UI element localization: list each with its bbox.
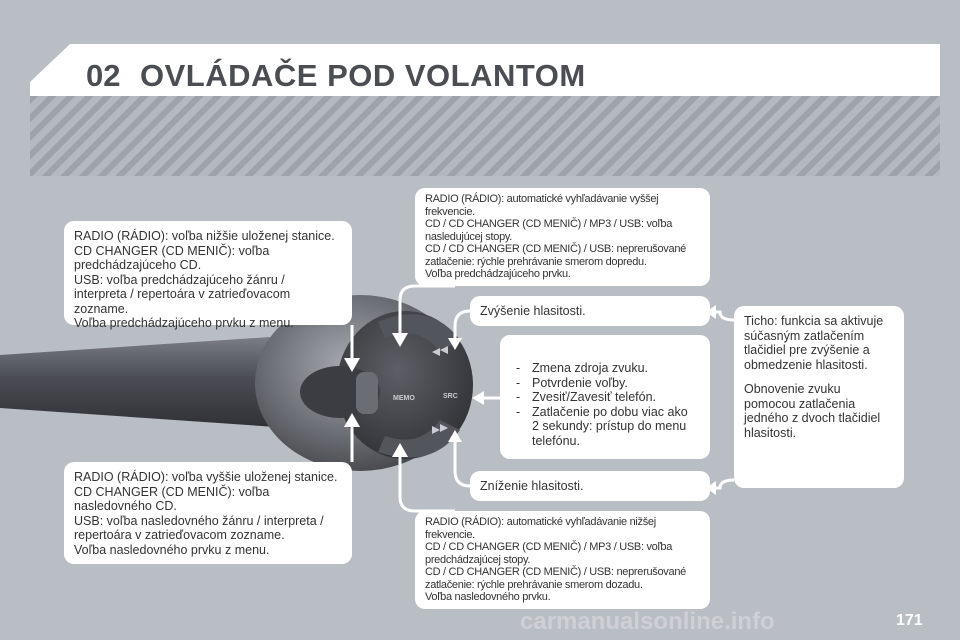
text-line: telefónu.	[532, 433, 580, 448]
list-item: Zvesiť/Zavesiť telefón.	[510, 390, 700, 405]
hatched-band	[30, 96, 940, 176]
callout-seek-up: RADIO (RÁDIO): automatické vyhľadávanie …	[415, 188, 710, 286]
text-line: interpreta / repertoára v zatrieďovacom	[74, 287, 291, 301]
forward-icon	[432, 346, 448, 356]
text-line: zozname.	[74, 301, 129, 316]
list-item: Potvrdenie voľby.	[510, 376, 700, 391]
text-line: predchádzajúcej stopy.	[425, 553, 531, 566]
text-line: CD CHANGER (CD MENIČ): voľba	[74, 243, 270, 258]
text-line: Obnovenie zvuku	[744, 382, 841, 396]
text-line: USB: voľba nasledovného žánru / interpre…	[74, 513, 324, 528]
arrow-mute-up	[714, 310, 735, 322]
callout-radio-prev: RADIO (RÁDIO): voľba nižšie uloženej sta…	[64, 221, 352, 330]
text-line: nasledujúcej stopy.	[425, 230, 513, 243]
text-line: RADIO (RÁDIO): automatické vyhľadávanie …	[425, 193, 659, 205]
text-line: hlasitosti.	[744, 425, 797, 440]
page-title: OVLÁDAČE POD VOLANTOM	[140, 58, 586, 93]
arrow-vol-up	[453, 309, 471, 340]
src-label: SRC	[443, 393, 458, 400]
text-line: CD / CD CHANGER (CD MENIČ) / MP3 / USB: …	[425, 218, 673, 230]
callout-src: Zmena zdroja zvuku. Potvrdenie voľby. Zv…	[500, 335, 710, 459]
src-list: Zmena zdroja zvuku. Potvrdenie voľby. Zv…	[510, 361, 700, 448]
callout-arrows	[350, 284, 735, 513]
memo-label: MEMO	[393, 395, 415, 402]
text-line: zatlačenie: rýchle prehrávanie smerom do…	[425, 578, 643, 591]
text-line: frekvencie.	[425, 528, 475, 541]
callout-seek-down: RADIO (RÁDIO): automatické vyhľadávanie …	[415, 511, 710, 609]
text-line: obmedzenie hlasitosti.	[744, 357, 868, 372]
arrow-seek-down	[398, 455, 455, 513]
text-line: predchádzajúceho CD.	[74, 258, 202, 272]
text-line: CD / CD CHANGER (CD MENIČ) / MP3 / USB: …	[425, 541, 673, 553]
callout-volume-down: Zníženie hlasitosti.	[470, 471, 710, 501]
stalk-shaft	[0, 335, 320, 430]
rewind-icon	[432, 424, 448, 434]
text-line: Voľba nasledovného prvku z menu.	[74, 542, 270, 557]
text-line: USB: voľba predchádzajúceho žánru /	[74, 272, 285, 287]
text-line: Zníženie hlasitosti.	[480, 479, 584, 493]
text-line: Voľba nasledovného prvku.	[425, 591, 551, 603]
callout-volume-up: Zvýšenie hlasitosti.	[470, 296, 710, 326]
text-line: repertoára v zatrieďovacom zozname.	[74, 528, 285, 542]
header-band	[30, 44, 940, 96]
text-line: RADIO (RÁDIO): voľba vyššie uloženej sta…	[74, 470, 338, 484]
text-line: RADIO (RÁDIO): automatické vyhľadávanie …	[425, 516, 656, 528]
text-line: nasledovného CD.	[74, 499, 177, 513]
text-line: Zatlačenie po dobu viac ako	[532, 404, 688, 419]
text-line: 2 sekundy: prístup do menu	[532, 419, 687, 433]
page-number: 171	[896, 612, 923, 629]
chapter-number: 02	[86, 58, 121, 93]
text-line: súčasným zatlačením	[744, 328, 865, 343]
text-line: Voľba predchádzajúceho prvku.	[425, 268, 571, 280]
text-line: zatlačenie: rýchle prehrávanie smerom do…	[425, 255, 647, 268]
arrow-mute-down	[714, 478, 735, 490]
text-line: RADIO (RÁDIO): voľba nižšie uloženej sta…	[74, 229, 335, 243]
list-item: Zmena zdroja zvuku.	[510, 361, 700, 376]
text-line: tlačidiel pre zvýšenie a	[744, 343, 870, 357]
thumb-wheel-grip	[356, 372, 378, 414]
text-line: pomocou zatlačenia	[744, 396, 856, 411]
text-line: CD / CD CHANGER (CD MENIČ) / USB: neprer…	[425, 243, 686, 255]
callout-mute: Ticho: funkcia sa aktivuje súčasným zatl…	[734, 306, 904, 488]
arrow-vol-down	[453, 440, 471, 488]
text-line: frekvencie.	[425, 205, 475, 218]
callout-radio-next: RADIO (RÁDIO): voľba vyššie uloženej sta…	[64, 462, 352, 564]
text-line: CD / CD CHANGER (CD MENIČ) / USB: neprer…	[425, 566, 686, 578]
watermark: carmanualsonline.info	[520, 608, 775, 635]
text-line: Ticho: funkcia sa aktivuje	[744, 314, 884, 328]
text-line: Voľba predchádzajúceho prvku z menu.	[74, 316, 294, 330]
text-line: CD CHANGER (CD MENIČ): voľba	[74, 484, 270, 499]
arrow-seek-up	[398, 284, 455, 335]
text-line: jedného z dvoch tlačidiel	[744, 411, 881, 425]
text-line: Zvýšenie hlasitosti.	[480, 304, 586, 318]
